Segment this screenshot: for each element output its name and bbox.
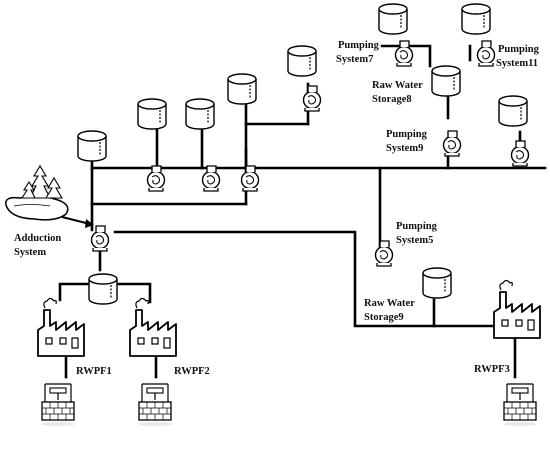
- pump-icon: [240, 165, 260, 192]
- pipe-network: [58, 44, 547, 379]
- label-pumping-system5-line1: Pumping: [396, 221, 438, 232]
- label-raw-water-storage9-line2: Storage9: [364, 312, 404, 323]
- label-adduction-line2: System: [14, 247, 46, 258]
- storage-tank-icon: [378, 3, 408, 35]
- label-raw-water-storage8-line1: Raw Water: [372, 80, 423, 91]
- pump-icon: [374, 240, 394, 267]
- storage-tank-icon: [227, 73, 257, 105]
- factory-icon: [37, 297, 85, 357]
- storage-tank-icon: [431, 65, 461, 97]
- pump-icon: [510, 140, 530, 167]
- label-pumping-system7-line2: System7: [336, 54, 373, 65]
- label-raw-water-storage8-line2: Storage8: [372, 94, 412, 105]
- storage-tank-icon: [77, 130, 107, 162]
- well-icon: [137, 383, 173, 427]
- factory-icon: [493, 279, 541, 339]
- well-icon: [40, 383, 76, 427]
- factory-icon: [129, 297, 177, 357]
- storage-tank-icon: [498, 95, 528, 127]
- water-source-icon: [5, 164, 69, 221]
- pump-icon: [302, 85, 322, 112]
- pump-icon: [476, 40, 496, 67]
- pump-icon: [146, 165, 166, 192]
- label-raw-water-storage9-line1: Raw Water: [364, 298, 415, 309]
- well-icon: [502, 383, 538, 427]
- storage-tank-icon: [88, 273, 118, 305]
- storage-tank-icon: [185, 98, 215, 130]
- label-rwpf2: RWPF2: [174, 366, 210, 377]
- storage-tank-icon: [287, 45, 317, 77]
- label-pumping-system11-line1: Pumping: [498, 44, 540, 55]
- label-pumping-system5-line2: System5: [396, 235, 433, 246]
- pump-icon: [90, 225, 110, 252]
- storage-tank-icon: [422, 267, 452, 299]
- label-rwpf1: RWPF1: [76, 366, 112, 377]
- storage-tank-icon: [461, 3, 491, 35]
- label-rwpf3: RWPF3: [474, 364, 510, 375]
- label-pumping-system9-line2: System9: [386, 143, 423, 154]
- label-adduction-line1: Adduction: [14, 233, 61, 244]
- label-pumping-system9-line1: Pumping: [386, 129, 428, 140]
- pump-icon: [201, 165, 221, 192]
- storage-tank-icon: [137, 98, 167, 130]
- pump-icon: [442, 130, 462, 157]
- label-pumping-system11-line2: System11: [496, 58, 538, 69]
- label-pumping-system7-line1: Pumping: [338, 40, 380, 51]
